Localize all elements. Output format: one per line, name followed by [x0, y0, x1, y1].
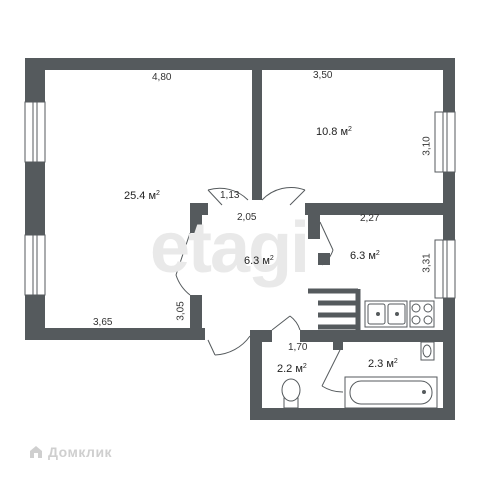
domclick-logo: Домклик: [28, 444, 112, 460]
area-kitchen: 6.3 м2: [350, 250, 380, 262]
watermark: etagi: [150, 208, 310, 288]
doors: [175, 187, 344, 393]
house-icon: [30, 446, 42, 458]
bathtub-icon: [344, 376, 438, 409]
dim-room1-top: 4,80: [152, 72, 172, 83]
dim-room2-top: 3,50: [313, 70, 333, 81]
washbasin-icon: [420, 341, 435, 361]
brand-text: Домклик: [48, 444, 113, 460]
dim-kitchen-top: 2,27: [360, 213, 380, 224]
dim-hall-top-a: 1,13: [220, 190, 240, 201]
windows: [24, 101, 456, 299]
area-wc: 2.2 м2: [277, 363, 307, 375]
dim-wc-top: 1,70: [288, 342, 308, 353]
area-bath: 2.3 м2: [368, 358, 398, 370]
toilet-icon: [281, 378, 301, 409]
area-bedroom: 10.8 м2: [316, 126, 352, 138]
dim-hall-left: 3,05: [175, 301, 187, 321]
area-hall: 6.3 м2: [244, 255, 274, 267]
area-living: 25.4 м2: [124, 190, 160, 202]
dim-hall-top-b: 2,05: [237, 212, 257, 223]
shelves: [308, 288, 361, 330]
dim-kitchen-right: 3,31: [421, 253, 433, 273]
stove-icon: [409, 300, 435, 328]
kitchen-sink-icon: [364, 300, 408, 328]
dim-room2-right: 3,10: [421, 136, 433, 156]
dim-room1-bottom: 3,65: [93, 317, 113, 328]
